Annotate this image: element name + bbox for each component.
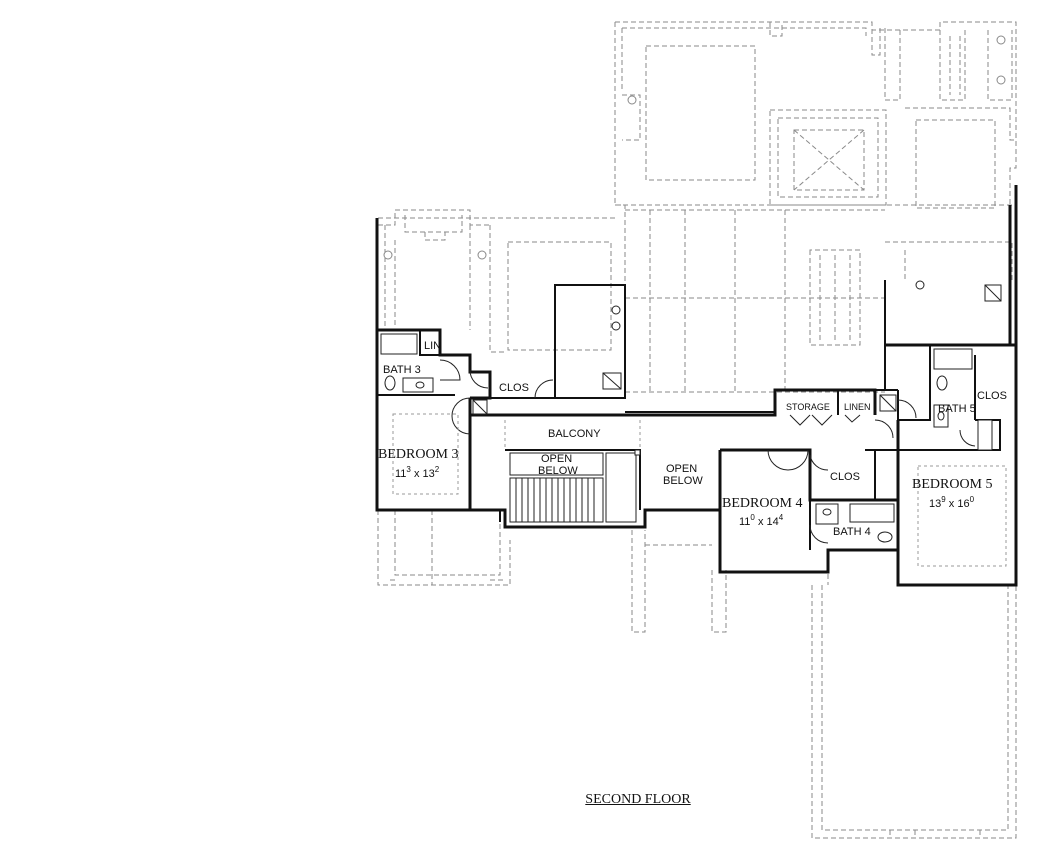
label-clos-mid: CLOS (830, 471, 860, 483)
label-linen: LINEN (844, 402, 871, 412)
bedroom5-name: BEDROOM 5 (912, 477, 993, 492)
label-open-below-2a: OPEN (666, 463, 697, 475)
label-lin: LIN (424, 340, 441, 352)
plan-title: SECOND FLOOR (585, 792, 691, 807)
room-labels: LIN BATH 3 CLOS BALCONY OPEN BELOW OPEN … (378, 340, 1007, 538)
bedroom5-dimensions: 139 x 160 (929, 495, 975, 510)
label-storage: STORAGE (786, 402, 830, 412)
label-bath4: BATH 4 (833, 526, 871, 538)
label-clos-left: CLOS (499, 382, 529, 394)
label-balcony: BALCONY (548, 428, 601, 440)
label-open-below-1b: BELOW (538, 465, 578, 477)
lower-floor-outlines (377, 21, 1017, 839)
bedroom3-dimensions: 113 x 132 (395, 465, 440, 480)
bedroom3-name: BEDROOM 3 (378, 447, 459, 462)
bedroom4-name: BEDROOM 4 (722, 496, 803, 511)
label-clos-right: CLOS (977, 390, 1007, 402)
label-bath3: BATH 3 (383, 364, 421, 376)
label-bath5: BATH 5 (938, 403, 976, 415)
fixtures (380, 35, 1007, 567)
walls (375, 185, 1018, 587)
label-open-below-2b: BELOW (663, 475, 703, 487)
label-open-below-1a: OPEN (541, 453, 572, 465)
bedroom4-dimensions: 110 x 144 (739, 513, 784, 528)
